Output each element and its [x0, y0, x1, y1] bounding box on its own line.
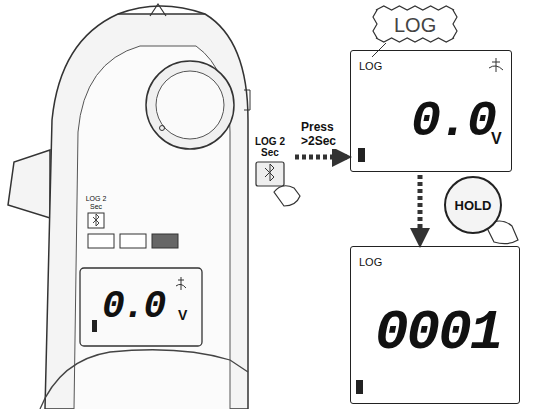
- hand-outline: [40, 350, 248, 409]
- finger: [274, 186, 300, 206]
- lcd-digits: 0.0: [411, 97, 495, 147]
- node-text: HOLD: [446, 199, 500, 212]
- dial-pointer: [160, 126, 165, 131]
- meter-jaw-tip: [150, 4, 166, 16]
- lcd-display: LOG 0.0V: [350, 50, 512, 172]
- ac-symbol: [489, 58, 503, 72]
- meter-button: [88, 234, 114, 248]
- node-text: LOG: [359, 61, 382, 72]
- meter-side-key: [244, 90, 250, 110]
- rotary-dial-inner: [156, 71, 224, 139]
- node-text: V: [178, 308, 187, 322]
- log-button: LOG 2 Sec: [250, 134, 292, 196]
- edge-label: Press >2Sec: [301, 121, 341, 149]
- meter-trigger: [8, 150, 50, 218]
- log-button-icon: [256, 162, 284, 186]
- log-button: [88, 213, 104, 228]
- node-text: LOG: [394, 15, 436, 35]
- hold-button: HOLD: [444, 176, 502, 234]
- ac-symbol: [176, 277, 186, 290]
- battery-icon: [358, 148, 365, 162]
- lcd-digits: 0001: [375, 305, 501, 361]
- button-label: LOG 2 Sec: [84, 195, 108, 210]
- meter-button-dark: [152, 234, 178, 248]
- node-text: V: [491, 131, 502, 147]
- lcd-display: LOG 0001: [350, 246, 520, 404]
- bluetooth-symbol: [93, 214, 99, 226]
- battery-icon: [92, 320, 97, 332]
- meter-button: [120, 234, 146, 248]
- battery-icon: [356, 380, 363, 394]
- bluetooth-symbol: [265, 164, 274, 181]
- dashed-arrow: [418, 175, 423, 243]
- meter-lcd-frame: [80, 268, 202, 346]
- lcd-digits: 0.0: [102, 288, 164, 326]
- rotary-dial: [146, 61, 234, 149]
- meter-lcd: 0.0V: [86, 274, 198, 340]
- dashed-arrow: [295, 155, 347, 160]
- node-text: LOG 2 Sec: [253, 136, 287, 158]
- blinking-log-callout: LOG: [372, 5, 458, 43]
- node-text: LOG: [359, 257, 382, 268]
